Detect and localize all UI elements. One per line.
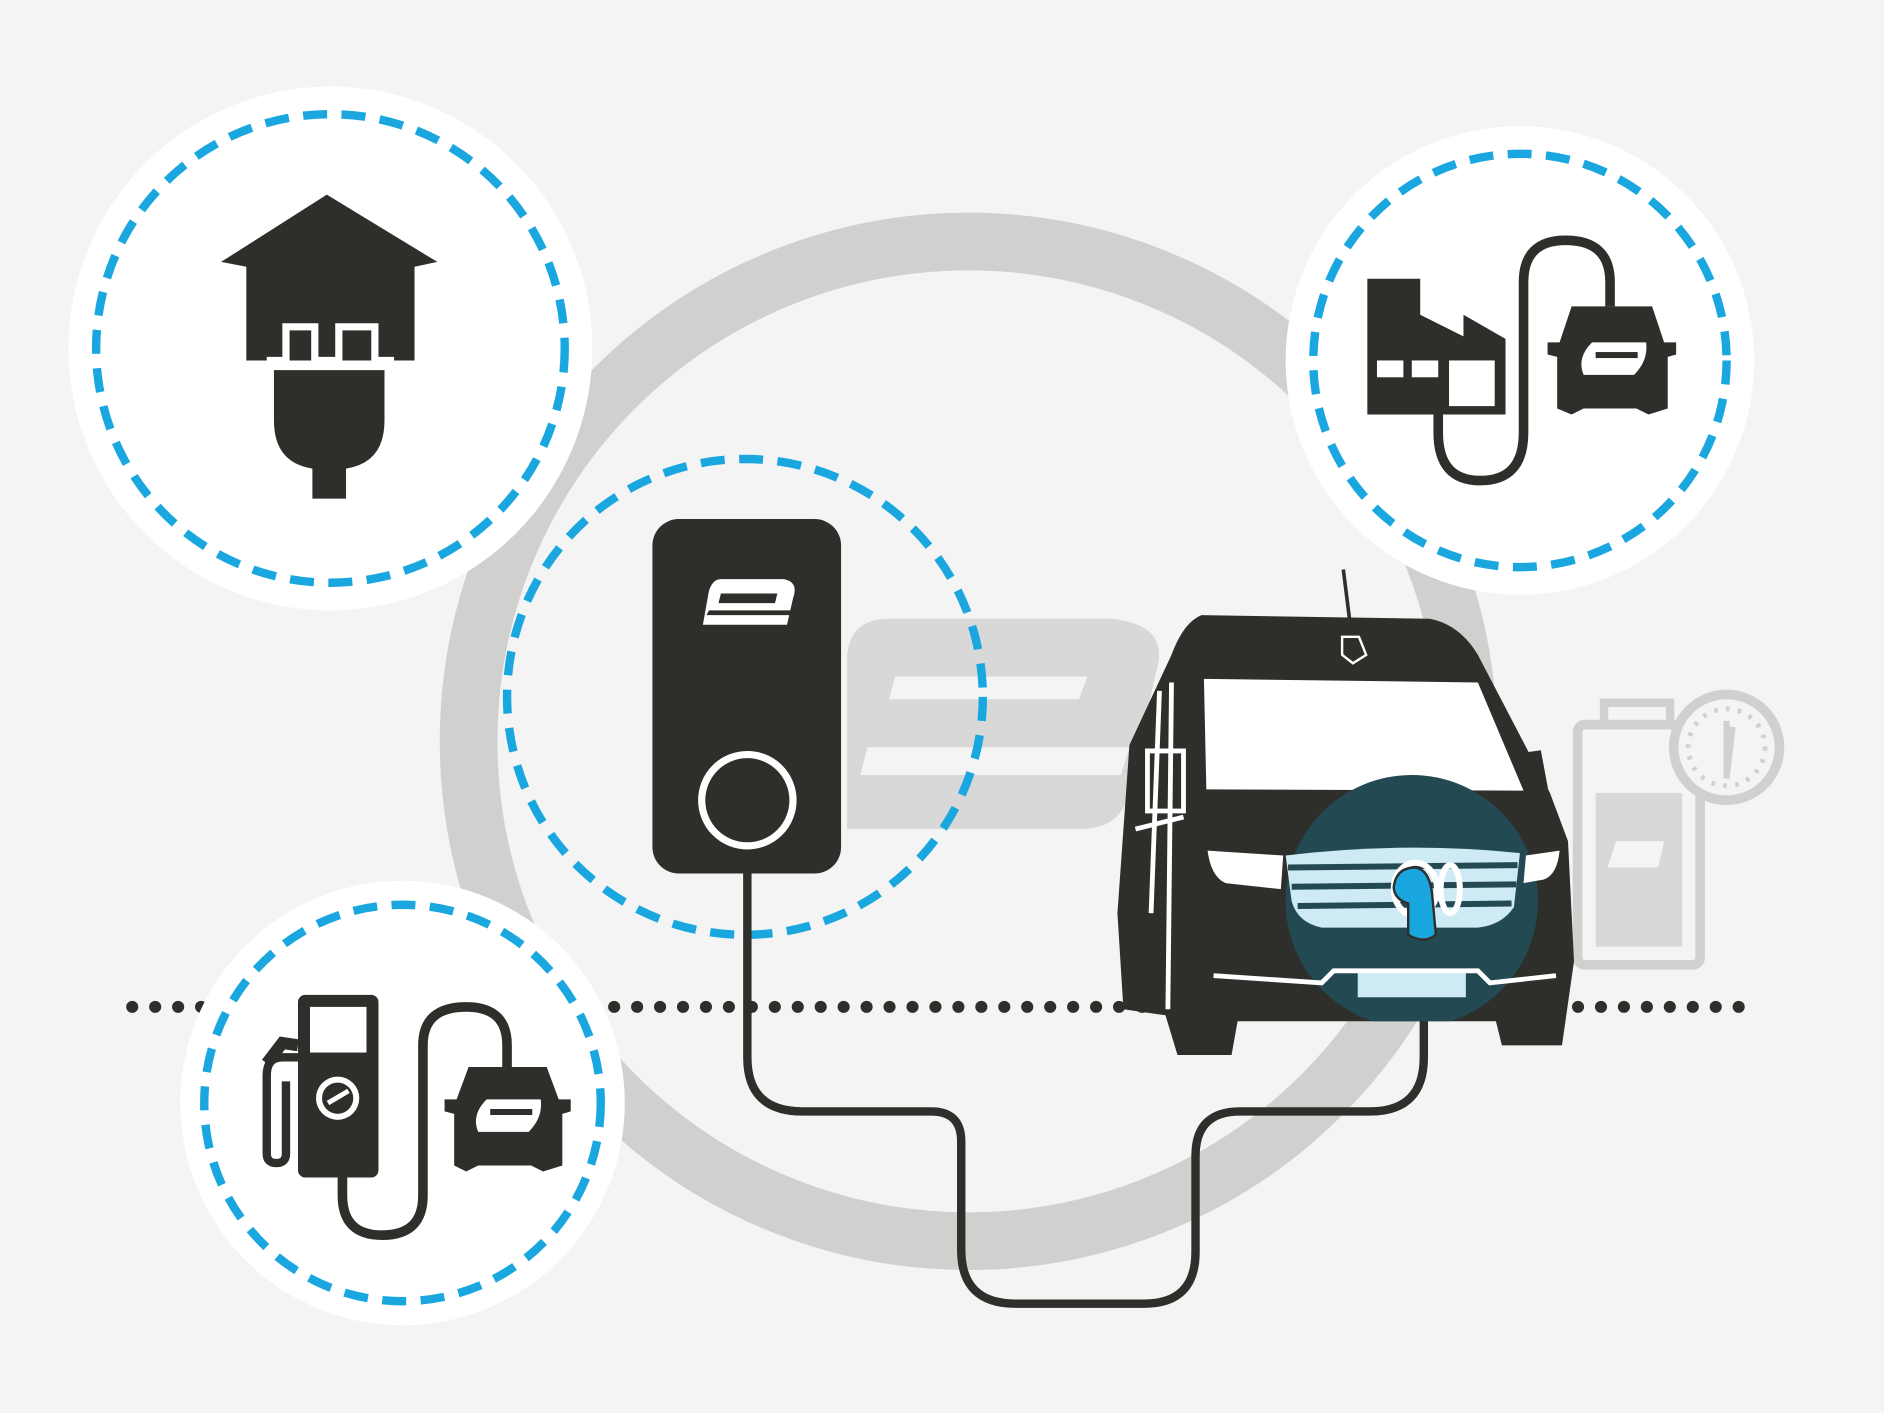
headlight-left — [1207, 850, 1284, 890]
charging-cable — [743, 841, 1429, 1308]
home-charging-option — [68, 86, 593, 611]
charging-station-icon — [261, 994, 379, 1178]
car-icon — [1547, 306, 1677, 415]
electric-van-icon — [1117, 569, 1575, 1055]
battery-icon — [1572, 698, 1705, 970]
cable — [337, 1002, 512, 1240]
wallbox-dashed-ring — [502, 454, 988, 939]
workplace-charging-option — [1285, 126, 1755, 595]
home-plug-icon — [221, 194, 438, 499]
charger-socket — [698, 750, 797, 850]
public-charging-option — [180, 880, 625, 1326]
wallbox-charger-icon — [652, 519, 842, 874]
e-logo-icon — [702, 579, 795, 625]
car-icon — [444, 1066, 571, 1172]
windshield — [1203, 678, 1524, 791]
charging-plug — [1392, 866, 1438, 941]
clock-icon — [1668, 689, 1785, 806]
cable — [1433, 235, 1615, 486]
headlight-right — [1523, 850, 1560, 884]
factory-icon — [1367, 278, 1506, 415]
faded-e-logo-icon — [847, 618, 1160, 830]
